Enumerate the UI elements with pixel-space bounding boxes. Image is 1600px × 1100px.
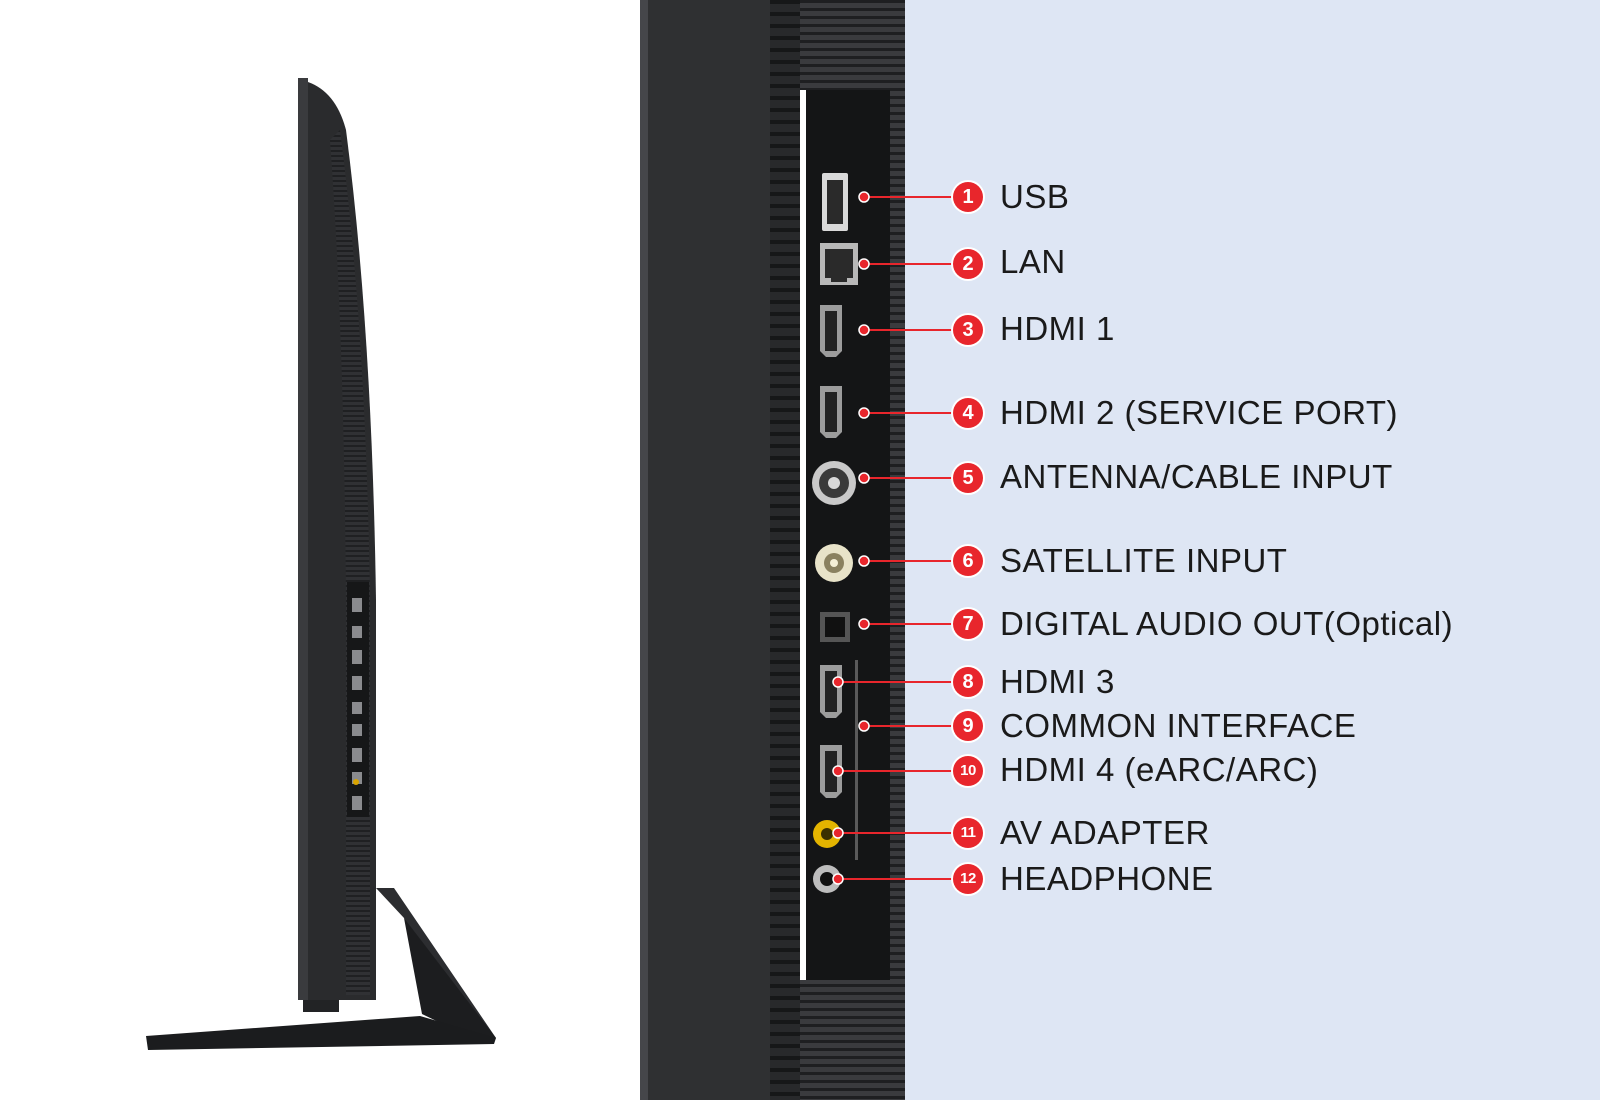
callout-number: 10 — [953, 756, 983, 786]
satellite-port-icon — [815, 544, 853, 582]
callout-number: 1 — [953, 182, 983, 212]
port-label-hdmi-1: HDMI 1 — [1000, 310, 1115, 347]
hdmi-port-icon — [820, 665, 842, 718]
hdmi-port-icon — [820, 386, 842, 438]
callout-number: 2 — [953, 249, 983, 279]
lan-port-icon — [820, 243, 858, 285]
callout-number: 4 — [953, 398, 983, 428]
ci-slot-icon — [855, 660, 858, 860]
hdmi-port-icon — [820, 745, 842, 798]
port-label-antenna: ANTENNA/CABLE INPUT — [1000, 458, 1393, 495]
optical-port-icon — [820, 612, 850, 642]
port-label-usb: USB — [1000, 178, 1070, 215]
callout-number: 3 — [953, 315, 983, 345]
antenna-port-icon — [812, 461, 856, 505]
callout-number: 12 — [953, 864, 983, 894]
port-label-headphone: HEADPHONE — [1000, 860, 1214, 897]
av-port-icon — [813, 820, 841, 848]
port-label-optical: DIGITAL AUDIO OUT(Optical) — [1000, 605, 1454, 642]
callout-number: 11 — [953, 818, 983, 848]
port-label-av-adapter: AV ADAPTER — [1000, 814, 1210, 851]
callout-number: 7 — [953, 609, 983, 639]
port-label-satellite: SATELLITE INPUT — [1000, 542, 1288, 579]
label-panel-background — [905, 0, 1600, 1100]
callout-number: 6 — [953, 546, 983, 576]
tv-side-profile — [146, 78, 496, 1050]
callout-number: 8 — [953, 667, 983, 697]
port-label-hdmi-2: HDMI 2 (SERVICE PORT) — [1000, 394, 1399, 431]
usb-port-icon — [822, 173, 848, 231]
port-label-common-interface: COMMON INTERFACE — [1000, 707, 1357, 744]
callout-number: 5 — [953, 463, 983, 493]
port-label-hdmi-4: HDMI 4 (eARC/ARC) — [1000, 751, 1319, 788]
callout-number: 9 — [953, 711, 983, 741]
leader-lines — [838, 196, 954, 880]
hdmi-port-icon — [820, 305, 842, 357]
headphone-port-icon — [813, 865, 841, 893]
port-label-hdmi-3: HDMI 3 — [1000, 663, 1115, 700]
port-label-lan: LAN — [1000, 243, 1066, 280]
leader-dots — [832, 191, 870, 885]
